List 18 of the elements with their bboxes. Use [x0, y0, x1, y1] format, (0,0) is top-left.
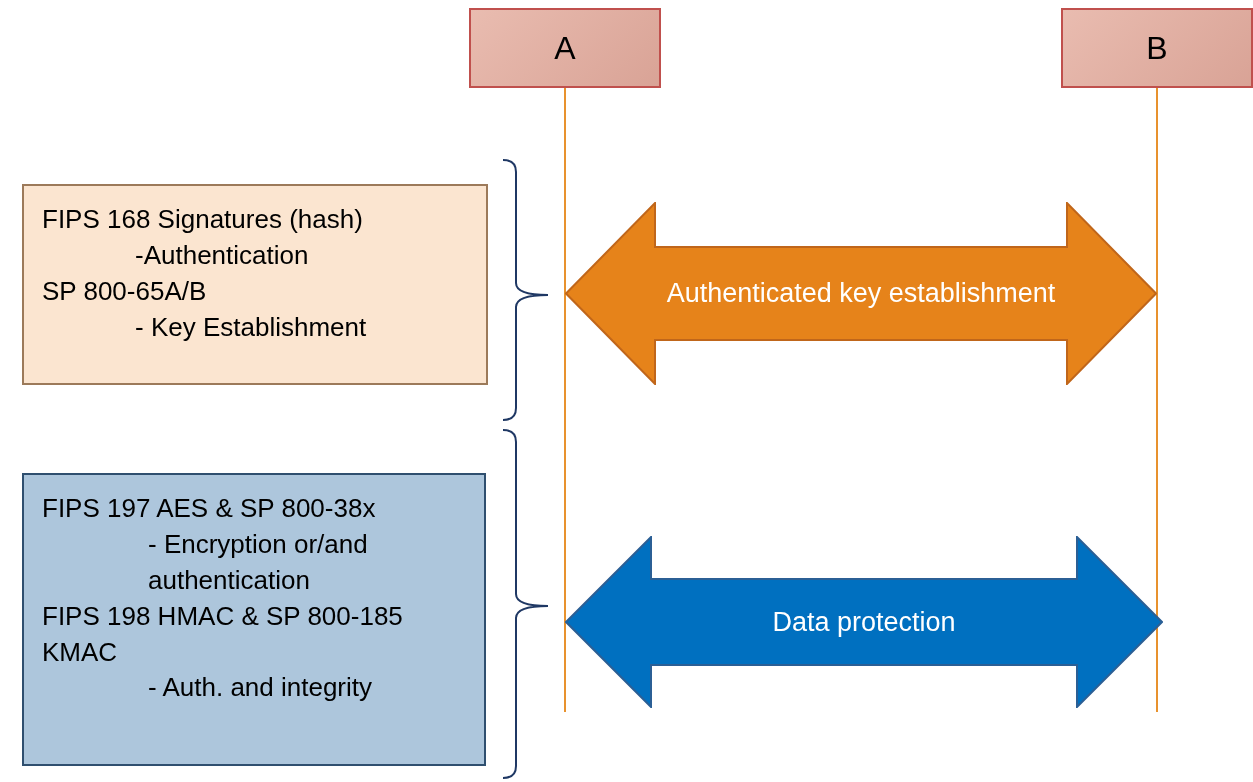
note-text: - Auth. and integrity — [148, 671, 374, 705]
note-text: - Key Establishment — [135, 310, 368, 344]
lifeline — [1156, 87, 1158, 713]
participant-box: A — [469, 8, 661, 88]
note-text: - Encryption or/and authentication — [148, 527, 369, 597]
double-arrow-shape — [565, 536, 1163, 708]
arrow-label: Authenticated key establishment — [665, 277, 1057, 311]
double-arrow-shape — [565, 202, 1157, 385]
note-text: FIPS 168 Signatures (hash) — [42, 203, 364, 236]
note-text: FIPS 198 HMAC & SP 800-185 KMAC — [42, 599, 404, 669]
lifeline — [564, 87, 566, 713]
arrow-label: Data protection — [771, 605, 957, 639]
standards-box — [22, 184, 488, 385]
standards-box — [22, 473, 486, 766]
note-text: FIPS 197 AES & SP 800-38x — [42, 492, 377, 525]
participant-box: B — [1061, 8, 1253, 88]
note-text: SP 800-65A/B — [42, 274, 208, 308]
note-text: -Authentication — [135, 238, 310, 272]
